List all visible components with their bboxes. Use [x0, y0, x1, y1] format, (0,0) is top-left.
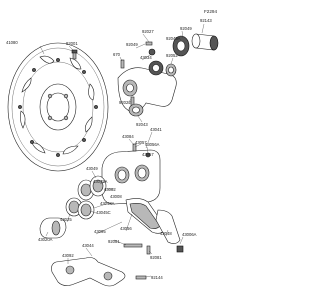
label-43006a: 43006A [182, 232, 197, 237]
label-92049: 92049 [180, 26, 192, 31]
small-bolt [145, 41, 156, 56]
collar [191, 33, 219, 51]
label-43041: 43041 [150, 127, 162, 132]
label-43056: 43056 [120, 226, 132, 231]
label-92052: 92052 [166, 53, 178, 58]
pad-pin [123, 243, 184, 255]
label-92081-b: 92081 [150, 255, 162, 260]
brake-pads [125, 198, 181, 244]
label-43045a: 43045A [93, 179, 108, 184]
label-43048: 43048 [160, 231, 172, 236]
label-43034: 43034 [140, 55, 152, 60]
label-43008: 43008 [110, 194, 122, 199]
label-92049a: 92049A [166, 36, 181, 41]
seal [165, 63, 177, 77]
label-43049: 43049 [86, 166, 98, 171]
bearing [172, 35, 190, 57]
label-43092: 43092 [62, 253, 74, 258]
figure-code: F2294 [204, 9, 217, 14]
label-43020a: 43020A [38, 237, 53, 242]
label-92143: 92143 [200, 18, 212, 23]
caliper-body [101, 149, 161, 205]
label-43095: 43095 [94, 229, 106, 234]
caliper-holder [51, 257, 126, 287]
label-92049-b: 92049 [126, 42, 138, 47]
label-43048a: 43048A [100, 201, 115, 206]
holder-bolt [135, 275, 147, 280]
label-43044: 43044 [82, 243, 94, 248]
label-92022: 92022 [119, 100, 131, 105]
label-43057-b: 43057 [142, 152, 154, 157]
label-41080: 41080 [6, 40, 18, 45]
oil-seal [128, 103, 144, 117]
pistons-and-seals [65, 175, 107, 220]
part-labels: 41080 92001 92027 92143 92049 92049 9204… [6, 18, 212, 280]
label-43082: 43082 [104, 187, 116, 192]
label-92027: 92027 [142, 29, 154, 34]
label-92144: 92144 [151, 275, 163, 280]
piston [39, 217, 67, 239]
leader-lines [39, 23, 205, 278]
label-43045c: 43045C [96, 210, 111, 215]
label-92081: 92081 [108, 239, 120, 244]
brake-disc [7, 42, 109, 172]
label-670: 670 [113, 52, 121, 57]
label-43025: 43025 [60, 217, 72, 222]
label-92043: 92043 [136, 122, 148, 127]
rear-brake-parts-diagram: F2294 [6, 9, 219, 287]
label-43057: 43057 [135, 140, 147, 145]
disc-bolt [71, 49, 78, 60]
label-43056a: 43056A [145, 142, 160, 147]
label-43084: 43084 [122, 134, 134, 139]
label-92001: 92001 [66, 41, 78, 46]
